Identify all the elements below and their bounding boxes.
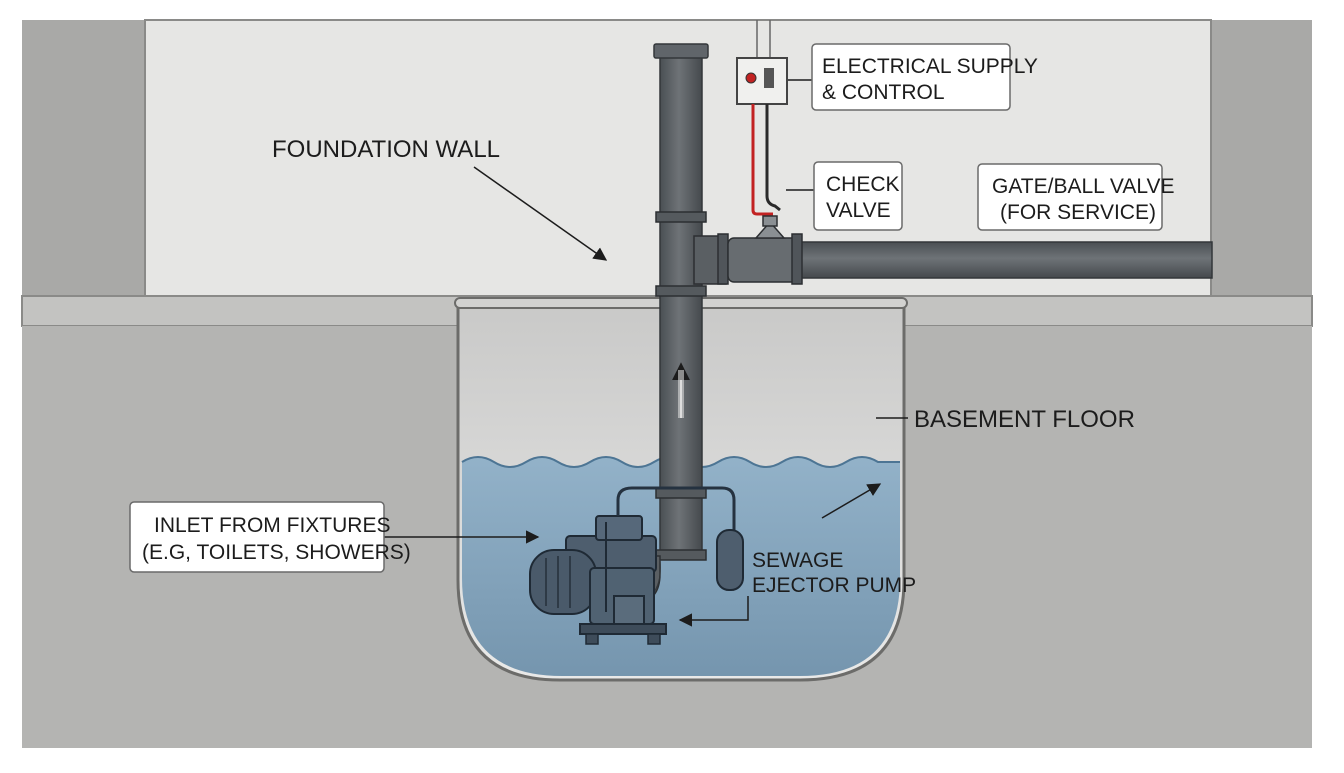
pipe-coupling [655,285,707,297]
foundation-wall-arrow [473,166,608,261]
sewage-water [462,457,900,676]
gate-valve-label-box [977,163,1163,231]
pump-motor [529,549,597,615]
pipe-coupling [655,549,707,561]
check-valve-bonnet [754,220,786,239]
float-cable [616,486,736,530]
gate-valve-label-line1: GATE/BALL VALVE [992,175,1174,198]
electrical-label-line2: & CONTROL [822,81,945,104]
red-control-wire [751,104,773,216]
discharge-pipe-vertical [659,49,703,557]
pump-label-line1: SEWAGE [752,549,843,572]
pump-intake [613,595,645,627]
check-valve-label-line2: VALVE [826,199,891,222]
black-control-wire [765,104,781,212]
pump-foot [647,633,661,645]
check-valve-body [727,237,799,283]
switch-icon [764,68,774,88]
pump-motor-cap [595,515,643,541]
pipe-coupling [655,211,707,223]
inlet-label-line1: INLET FROM FIXTURES [154,514,390,537]
electrical-label-line1: ELECTRICAL SUPPLY [822,55,1038,78]
vent-cap [653,43,709,59]
pump-foot [585,633,599,645]
basement-floor-label: BASEMENT FLOOR [914,406,1135,433]
pipe-flange [717,233,729,285]
basement-floor-arrow [821,483,882,519]
check-valve-label-line1: CHECK [826,173,900,196]
electrical-label-box [811,43,1011,111]
inlet-label-box [129,501,385,573]
check-valve-label-box [813,161,903,231]
electrical-control-box [736,57,788,105]
indicator-light-icon [745,72,757,84]
foundation-wall-label: FOUNDATION WALL [272,136,500,163]
pump-base [579,623,667,635]
pump-label-line2: EJECTOR PUMP [752,574,916,597]
pipe-flange [791,233,803,285]
check-valve-cap [762,215,778,227]
float-switch [716,529,744,591]
sewage-ejector-pump [529,515,667,645]
gate-valve-label-line2: (FOR SERVICE) [1000,201,1156,224]
pump-arrow [678,596,749,627]
inlet-label-line2: (E.G, TOILETS, SHOWERS) [142,541,411,564]
